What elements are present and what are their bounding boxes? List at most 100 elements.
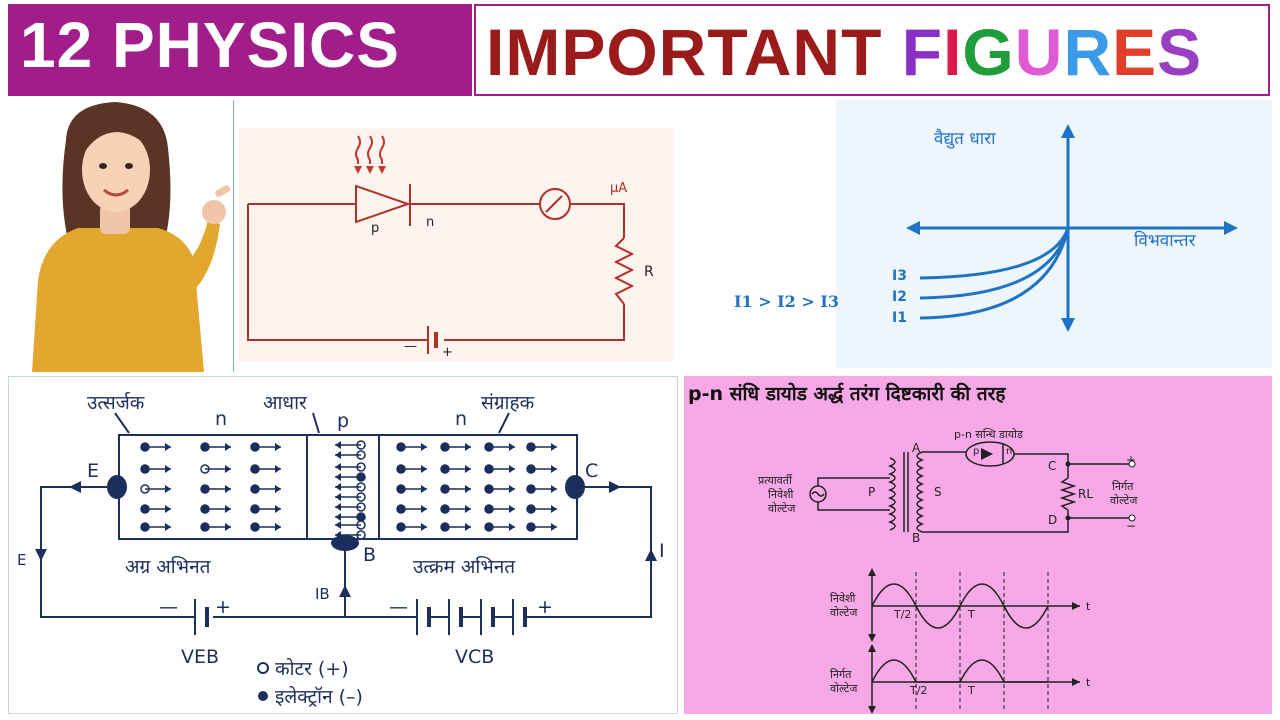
carrier-arrowhead: [165, 485, 171, 493]
carrier-arrowhead: [551, 443, 557, 451]
iv-curve-diagram: वैद्युत धारा विभवान्तर I3 I2 I1: [892, 124, 1238, 332]
carrier-arrowhead: [225, 465, 231, 473]
title-right-text: IMPORTANT FIGURES: [486, 14, 1202, 90]
terminal-c: C: [585, 460, 598, 482]
light-rays-icon: [355, 135, 385, 164]
diode-p: p: [973, 446, 979, 457]
current-relation: I1 > I2 > I3: [734, 292, 839, 311]
secondary-label: S: [934, 485, 942, 499]
title-banner-left: 12 PHYSICS: [8, 4, 472, 96]
hole-legend-icon: [257, 662, 269, 674]
carrier-arrowhead: [465, 465, 471, 473]
vcb-label: VCB: [455, 646, 494, 668]
carrier-arrowhead: [225, 485, 231, 493]
wave-in-label-2: वोल्टेज: [830, 606, 858, 619]
collector-current-label: I: [659, 540, 665, 562]
wave-out-t: t: [1086, 676, 1091, 689]
terminal-e: E: [87, 460, 99, 482]
presenter-photo: [8, 100, 234, 372]
resistor-label: R: [644, 264, 654, 280]
charge-carriers: [140, 440, 557, 540]
iv-curve-panel: वैद्युत धारा विभवान्तर I3 I2 I1: [836, 100, 1272, 368]
carrier-arrowhead: [421, 523, 427, 531]
diode-n-label: n: [426, 215, 434, 230]
photodiode-circuit-diagram: p n μA R — +: [247, 135, 654, 360]
carrier-arrowhead: [275, 505, 281, 513]
carrier-arrowhead: [465, 523, 471, 531]
electron-legend: इलेक्ट्रॉन (–): [275, 685, 363, 708]
carrier-arrowhead: [335, 521, 341, 529]
transistor-panel: उत्सर्जक आधार संग्राहक n p n E C B: [8, 376, 678, 714]
electron-legend-icon: [258, 691, 268, 701]
diode-p-label: p: [371, 221, 379, 236]
carrier-arrowhead: [165, 505, 171, 513]
point-c: C: [1048, 459, 1056, 473]
carrier-arrowhead: [465, 505, 471, 513]
presenter-illustration: [32, 102, 231, 372]
carrier-arrowhead: [421, 505, 427, 513]
carrier-arrowhead: [551, 485, 557, 493]
wave-out-label-1: निर्गत: [830, 668, 852, 681]
microammeter-label: μA: [610, 181, 627, 196]
vcb-minus: —: [389, 596, 408, 618]
point-b: B: [912, 531, 920, 545]
region-n2: n: [455, 408, 467, 430]
title-figures-letter: U: [1014, 15, 1064, 89]
title-figures-word: FIGURES: [902, 15, 1202, 89]
carrier-arrowhead: [551, 523, 557, 531]
carrier-arrowhead: [335, 451, 341, 459]
npn-transistor-diagram: उत्सर्जक आधार संग्राहक n p n E C B: [17, 391, 665, 708]
output-minus: −: [1126, 519, 1136, 533]
carrier-arrowhead: [421, 485, 427, 493]
wave-out-t-half: T/2: [909, 684, 927, 697]
title-figures-letter: S: [1157, 15, 1203, 89]
hole-legend: कोटर (+): [275, 657, 349, 680]
carrier-arrowhead: [335, 503, 341, 511]
carrier-arrowhead: [225, 505, 231, 513]
carrier-arrowhead: [335, 441, 341, 449]
carrier-arrowhead: [335, 483, 341, 491]
collector-label: संग्राहक: [481, 392, 535, 414]
carrier-arrowhead: [335, 463, 341, 471]
carrier-arrowhead: [165, 443, 171, 451]
carrier-arrowhead: [551, 505, 557, 513]
diode-n: n: [1006, 446, 1012, 457]
carrier-arrowhead: [465, 443, 471, 451]
wave-in-t-full: T: [967, 608, 975, 621]
vcb-plus: +: [537, 596, 553, 618]
primary-label: P: [868, 485, 875, 499]
title-figures-letter: I: [943, 15, 963, 89]
reverse-bias-label: उत्क्रम अभिनत: [413, 555, 516, 578]
point-d: D: [1048, 513, 1057, 527]
title-figures-letter: R: [1063, 15, 1113, 89]
veb-label: VEB: [181, 646, 219, 668]
point-a: A: [912, 441, 921, 455]
carrier-arrowhead: [335, 473, 341, 481]
half-wave-rectifier-diagram: p-n सन्धि डायोड प्रत्यावर्ती निवेशी वोल्…: [758, 428, 1138, 714]
wave-out-label-2: वोल्टेज: [830, 682, 858, 695]
base-current-label: IB: [315, 585, 330, 603]
carrier-arrowhead: [465, 485, 471, 493]
carrier-arrowhead: [509, 465, 515, 473]
input-label-2: निवेशी: [768, 488, 794, 501]
wave-in-label-1: निवेशी: [830, 592, 856, 605]
forward-bias-label: अग्र अभिनत: [125, 555, 212, 578]
emitter-label: उत्सर्जक: [87, 391, 145, 414]
emitter-current-label: E: [17, 551, 26, 569]
curve-label-i1: I1: [892, 310, 907, 326]
load-label: RL: [1078, 487, 1093, 501]
carrier-arrowhead: [335, 493, 341, 501]
carrier-arrowhead: [165, 523, 171, 531]
carrier-arrowhead: [275, 523, 281, 531]
carrier-arrowhead: [421, 443, 427, 451]
title-important-word: IMPORTANT: [486, 15, 883, 89]
region-n1: n: [215, 408, 227, 430]
carrier-arrowhead: [165, 465, 171, 473]
carrier-arrowhead: [509, 523, 515, 531]
terminal-b: B: [363, 544, 376, 566]
carrier-arrowhead: [509, 443, 515, 451]
output-label-1: निर्गत: [1112, 480, 1134, 493]
carrier-arrowhead: [335, 513, 341, 521]
output-plus: +: [1126, 453, 1136, 467]
x-axis-label: विभवान्तर: [1134, 230, 1197, 251]
